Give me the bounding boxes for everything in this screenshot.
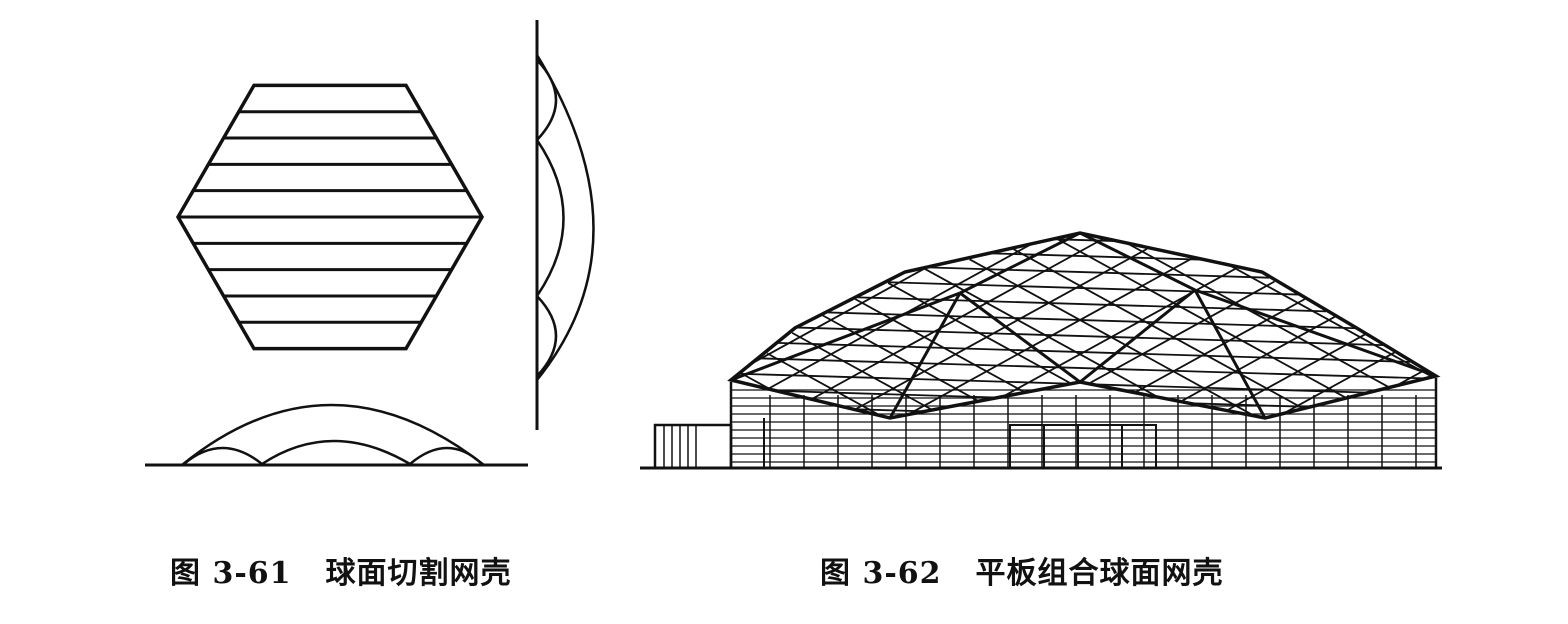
front-elevation-view bbox=[145, 405, 528, 465]
caption-title: 平板组合球面网壳 bbox=[975, 556, 1224, 591]
dome-panel-line bbox=[909, 258, 1193, 414]
dome-main-rib bbox=[890, 293, 960, 418]
dome-panel-line bbox=[769, 244, 1032, 389]
dome-panel-line bbox=[822, 315, 977, 400]
front-inner-arc-3 bbox=[410, 448, 482, 464]
dome-building-elevation bbox=[640, 233, 1442, 468]
dome-panel-line bbox=[1129, 244, 1389, 387]
hexagon-grid-plan bbox=[178, 85, 482, 348]
dome-main-rib bbox=[960, 233, 1080, 293]
dome-panel-line bbox=[970, 259, 1254, 415]
caption-fig-3-61: 图 3-61 球面切割网壳 bbox=[170, 548, 512, 592]
dome-panel-line bbox=[924, 268, 1158, 397]
dome-panel-line bbox=[888, 283, 1069, 383]
side-inner-arc-3 bbox=[537, 296, 556, 376]
dome-main-rib bbox=[1080, 290, 1195, 382]
dome-panel-line bbox=[792, 333, 931, 410]
side-inner-arc-1 bbox=[537, 60, 556, 140]
dome-panel-line bbox=[742, 374, 768, 388]
front-inner-arc-2 bbox=[262, 441, 410, 464]
side-elevation-view bbox=[537, 20, 594, 430]
caption-fig-3-62: 图 3-62 平板组合球面网壳 bbox=[820, 548, 1224, 592]
dome-panel-line bbox=[751, 268, 924, 363]
caption-number: 图 3-62 bbox=[820, 556, 942, 591]
dome-panel-line bbox=[1397, 371, 1423, 385]
dome-panel-line bbox=[1013, 249, 1302, 408]
dome-panel-line bbox=[1191, 403, 1308, 407]
dome-panel-line bbox=[759, 358, 1425, 378]
front-inner-arc-1 bbox=[184, 448, 262, 464]
dome-outline bbox=[731, 233, 1436, 418]
dome-panel-line bbox=[1285, 352, 1395, 413]
dome-panel-line bbox=[1053, 239, 1116, 241]
dome-panel-line bbox=[1056, 239, 1345, 398]
dome-panel-line bbox=[855, 249, 1147, 409]
side-outer-arc bbox=[537, 55, 594, 380]
dome-panel-line bbox=[1005, 268, 1236, 395]
dome-panel-line bbox=[1230, 265, 1432, 376]
entrance-doors bbox=[1010, 425, 1156, 468]
dome-panel-line bbox=[777, 343, 1410, 362]
dome-panel-line bbox=[741, 374, 1068, 384]
annex-block bbox=[655, 425, 731, 468]
dome-panel-line bbox=[855, 409, 924, 411]
dome-panel-line bbox=[828, 312, 1356, 328]
dome-panel-line bbox=[1137, 299, 1305, 392]
dome-panel-line bbox=[1091, 281, 1275, 382]
dome-panel-line bbox=[812, 239, 1104, 399]
dome-main-rib bbox=[731, 293, 960, 380]
caption-number: 图 3-61 bbox=[170, 556, 292, 591]
front-outer-arc bbox=[182, 405, 484, 465]
dome-panel-line bbox=[798, 328, 1383, 346]
dome-panel-line bbox=[777, 391, 996, 398]
side-inner-arc-2 bbox=[537, 140, 564, 296]
dome-main-rib bbox=[1080, 233, 1195, 290]
dome-panel-line bbox=[990, 253, 1203, 259]
dome-panel-line bbox=[1229, 334, 1366, 409]
dome-panel-line bbox=[1183, 317, 1335, 401]
caption-title: 球面切割网壳 bbox=[325, 556, 512, 591]
dome-main-rib bbox=[960, 293, 1080, 382]
dome-panel-line bbox=[855, 299, 1023, 392]
dome-panel-line bbox=[767, 353, 880, 415]
